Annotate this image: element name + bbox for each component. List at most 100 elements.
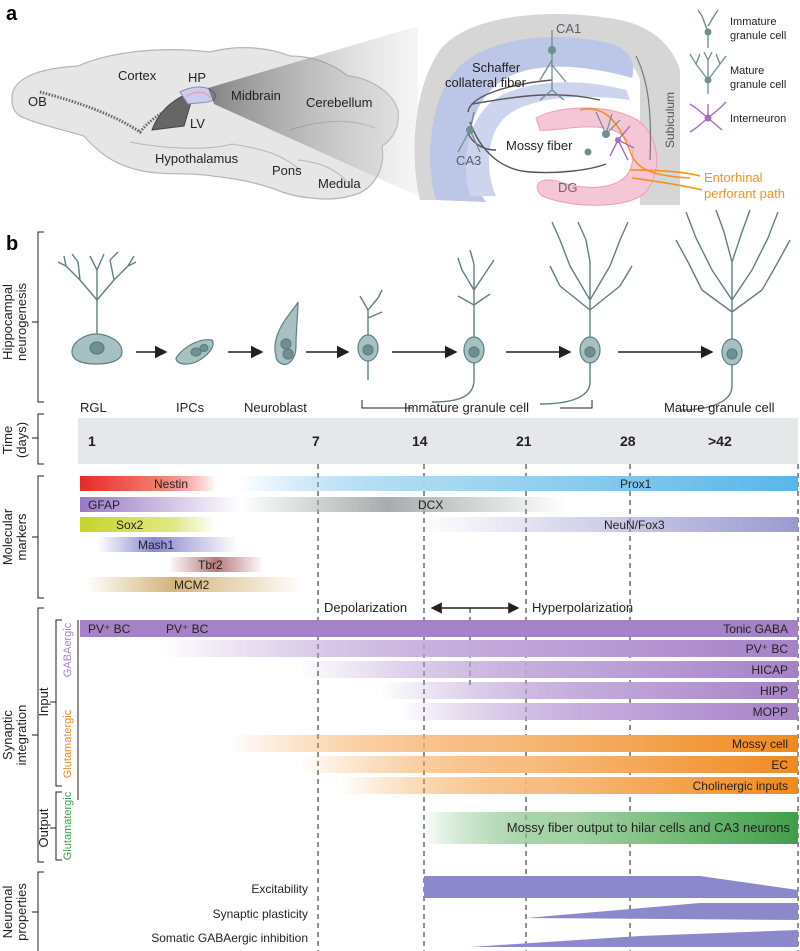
label-ca1: CA1	[556, 21, 581, 36]
row-labels: Hippocampal neurogenesis Time (days) Mol…	[0, 282, 74, 940]
region-hp: HP	[188, 70, 206, 85]
marker-nestin: Nestin	[154, 477, 188, 491]
inhibition-shape	[470, 930, 798, 947]
label-time-1: Time	[0, 426, 15, 454]
gaba-pvbc-1: PV⁺ BC	[88, 622, 131, 636]
property-inhibition: Somatic GABAergic inhibition	[151, 931, 308, 945]
marker-gfap: GFAP	[88, 498, 120, 512]
region-ob: OB	[28, 94, 47, 109]
label-neurogenesis-1: Hippocampal	[0, 284, 15, 360]
glut-cholinergic: Cholinergic inputs	[693, 779, 788, 793]
hippocampus-labels: CA1 Schaffer collateral fiber Mossy fibe…	[445, 21, 785, 201]
plasticity-shape	[526, 903, 798, 920]
label-glutamatergic-output: Glutamatergic	[62, 791, 74, 860]
gaba-hicap: HICAP	[751, 663, 788, 677]
glut-mossy-cell: Mossy cell	[732, 737, 788, 751]
brain-region-labels: OB Cortex HP LV Midbrain Cerebellum Hypo…	[28, 68, 372, 191]
time-tick-14: 14	[412, 433, 428, 449]
label-schaffer-1: Schaffer	[472, 60, 521, 75]
legend-interneuron: Interneuron	[730, 113, 786, 125]
marker-bar-sox2	[80, 517, 216, 532]
gaba-pvbc-3: PV⁺ BC	[746, 642, 789, 656]
marker-dcx: DCX	[418, 498, 443, 512]
label-markers-1: Molecular	[0, 508, 15, 565]
label-ca3: CA3	[456, 153, 481, 168]
glut-inputs: Mossy cell EC Cholinergic inputs	[230, 735, 798, 794]
marker-mcm2: MCM2	[174, 578, 210, 592]
stage-neuroblast: Neuroblast	[244, 400, 307, 415]
stage-ipcs: IPCs	[176, 400, 205, 415]
neurogenesis-stages	[57, 209, 791, 411]
region-midbrain: Midbrain	[231, 88, 281, 103]
stage-mature: Mature granule cell	[664, 400, 775, 415]
property-excitability: Excitability	[251, 882, 308, 896]
hyperpolarization-label: Hyperpolarization	[532, 600, 633, 615]
output-bar	[420, 812, 798, 844]
time-tick-21: 21	[516, 433, 532, 449]
legend-mature-1: Mature	[730, 65, 764, 77]
marker-bar-mcm2	[86, 577, 304, 592]
mature-cell	[675, 209, 791, 411]
output-label: Mossy fiber output to hilar cells and CA…	[507, 820, 791, 835]
rgl-cell	[57, 251, 137, 365]
mature-granule-cell-icon	[689, 51, 727, 94]
label-entorhinal-2: perforant path	[704, 186, 785, 201]
gaba-hipp: HIPP	[760, 684, 788, 698]
property-plasticity: Synaptic plasticity	[213, 907, 308, 921]
label-neurogenesis-2: neurogenesis	[14, 282, 29, 361]
legend-immature-2: granule cell	[730, 30, 786, 42]
label-time-2: (days)	[14, 422, 29, 458]
label-schaffer-2: collateral fiber	[445, 75, 527, 90]
row-brackets	[32, 231, 62, 951]
label-glutamatergic-input: Glutamatergic	[62, 709, 74, 778]
time-tick-1: 1	[88, 433, 96, 449]
time-tick-42: >42	[708, 433, 732, 449]
marker-bar-prox1	[240, 476, 798, 491]
marker-mash1: Mash1	[138, 538, 174, 552]
marker-bar-dcx	[240, 497, 566, 512]
region-medula: Medula	[318, 176, 361, 191]
label-gabaergic: GABAergic	[62, 622, 74, 677]
region-cerebellum: Cerebellum	[306, 95, 372, 110]
neuronal-properties: Excitability Synaptic plasticity Somatic…	[151, 876, 798, 947]
marker-bar-gfap	[80, 497, 240, 512]
label-output: Output	[36, 808, 51, 847]
time-tick-28: 28	[620, 433, 636, 449]
panel-b-letter: b	[6, 233, 18, 255]
stage-immature: Immature granule cell	[404, 400, 529, 415]
glut-bar-mossy-cell	[230, 735, 798, 752]
hippocampus-circuit	[414, 13, 703, 206]
mouse-brain-illustration	[11, 26, 418, 200]
cell-type-legend: Immature granule cell Mature granule cel…	[689, 9, 786, 133]
label-dg: DG	[558, 180, 578, 195]
gaba-bar-hipp	[380, 682, 798, 699]
immature-cell-3	[539, 221, 633, 405]
label-entorhinal-1: Entorhinal	[704, 170, 763, 185]
marker-sox2: Sox2	[116, 518, 144, 532]
marker-prox1: Prox1	[620, 477, 652, 491]
glut-ec: EC	[771, 758, 788, 772]
gaba-bar-hicap	[300, 661, 798, 678]
interneuron-icon	[689, 101, 727, 133]
marker-bar-neun	[420, 517, 798, 532]
gaba-bar-pvbc	[160, 640, 798, 657]
ipc-cell	[175, 339, 214, 365]
label-neuronal-2: properties	[14, 883, 29, 941]
polarity-switch: Depolarization Hyperpolarization	[324, 600, 633, 688]
excitability-shape	[424, 876, 798, 898]
immature-granule-cell-icon	[697, 9, 719, 48]
label-input: Input	[36, 687, 51, 716]
time-band	[78, 418, 798, 464]
gaba-mopp: MOPP	[753, 705, 788, 719]
label-markers-2: markers	[14, 513, 29, 560]
gaba-bar-mopp	[400, 703, 798, 720]
label-synaptic-1: Synaptic	[0, 710, 15, 760]
marker-neun: NeuN/Fox3	[604, 518, 665, 532]
depolarization-label: Depolarization	[324, 600, 407, 615]
region-pons: Pons	[272, 163, 302, 178]
gaba-pvbc-2: PV⁺ BC	[166, 622, 209, 636]
immature-cell-1	[357, 289, 383, 380]
region-hypothalamus: Hypothalamus	[155, 151, 239, 166]
marker-tbr2: Tbr2	[198, 558, 223, 572]
